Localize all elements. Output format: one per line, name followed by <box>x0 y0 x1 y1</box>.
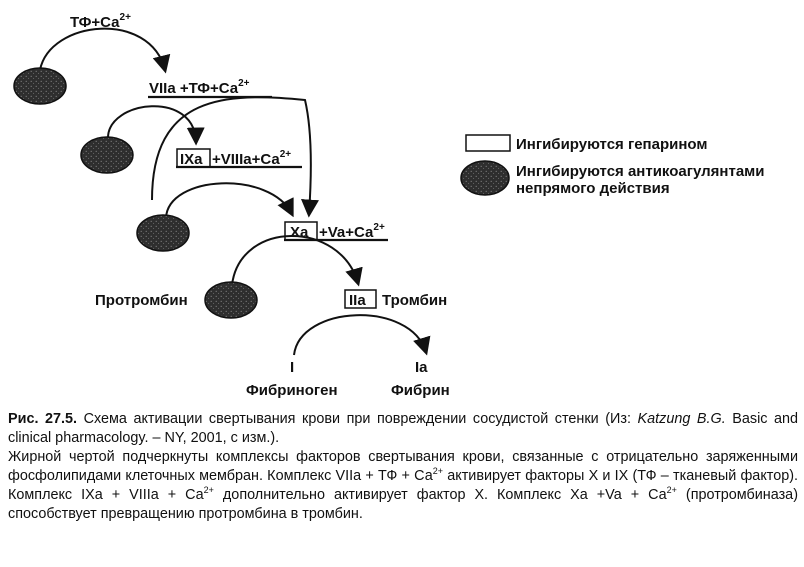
legend-oval <box>460 160 510 196</box>
label-factor-ia: Ia <box>415 359 428 376</box>
coagulation-diagram: ТФ+Са2+ VIIa +ТФ+Са2+ IXa +VIIIa+Са2+ Xa… <box>13 12 764 399</box>
arc-prothrombin-to-thrombin <box>231 235 363 287</box>
arc-ixa-to-xa <box>165 182 294 219</box>
label-xa: Xa <box>290 224 309 241</box>
legend-oval-label-1: Ингибируются антикоагулянтами <box>516 163 764 180</box>
arc-viia-to-xa <box>151 96 319 218</box>
label-ixa-complex: +VIIIa+Са2+ <box>212 149 291 168</box>
caption-body: Жирной чертой подчеркнуты комплексы факт… <box>8 449 798 522</box>
label-prothrombin: Протромбин <box>95 292 188 309</box>
label-ixa: IXa <box>180 151 203 168</box>
oval-prothrombin <box>204 281 258 319</box>
legend-oval-label-2: непрямого действия <box>516 180 670 197</box>
oval-viia <box>80 136 134 174</box>
arc-viia-to-ixa <box>107 105 205 146</box>
figure-source: Basic and clinical pharmacology. – NY, 2… <box>8 411 799 446</box>
oval-ixa <box>136 214 190 252</box>
arc-tf-to-viia <box>39 27 171 74</box>
figure-caption: Рис. 27.5. Схема активации свертывания к… <box>8 410 798 524</box>
label-fibrinogen: Фибриноген <box>246 382 338 399</box>
figure-number: Рис. 27.5. <box>8 411 78 427</box>
caption-title: Рис. 27.5. Схема активации свертывания к… <box>8 410 798 448</box>
figure-author: Katzung B.G. <box>637 411 726 427</box>
figure-title: Схема активации свертывания крови при по… <box>83 411 631 427</box>
label-viia-complex: VIIa +ТФ+Са2+ <box>149 78 250 97</box>
label-factor-i: I <box>290 359 294 376</box>
label-tf-ca: ТФ+Са2+ <box>70 12 131 31</box>
arc-fibrinogen-to-fibrin <box>293 314 431 356</box>
label-fibrin: Фибрин <box>391 382 450 399</box>
label-xa-complex: +Va+Са2+ <box>319 222 385 241</box>
oval-tf <box>13 67 67 105</box>
label-iia: IIa <box>349 292 366 309</box>
box-iia <box>344 289 377 309</box>
label-thrombin: Тромбин <box>382 292 447 309</box>
legend-box <box>465 134 511 152</box>
legend-box-label: Ингибируются гепарином <box>516 136 707 153</box>
box-ixa <box>176 148 211 168</box>
box-xa <box>284 221 318 241</box>
